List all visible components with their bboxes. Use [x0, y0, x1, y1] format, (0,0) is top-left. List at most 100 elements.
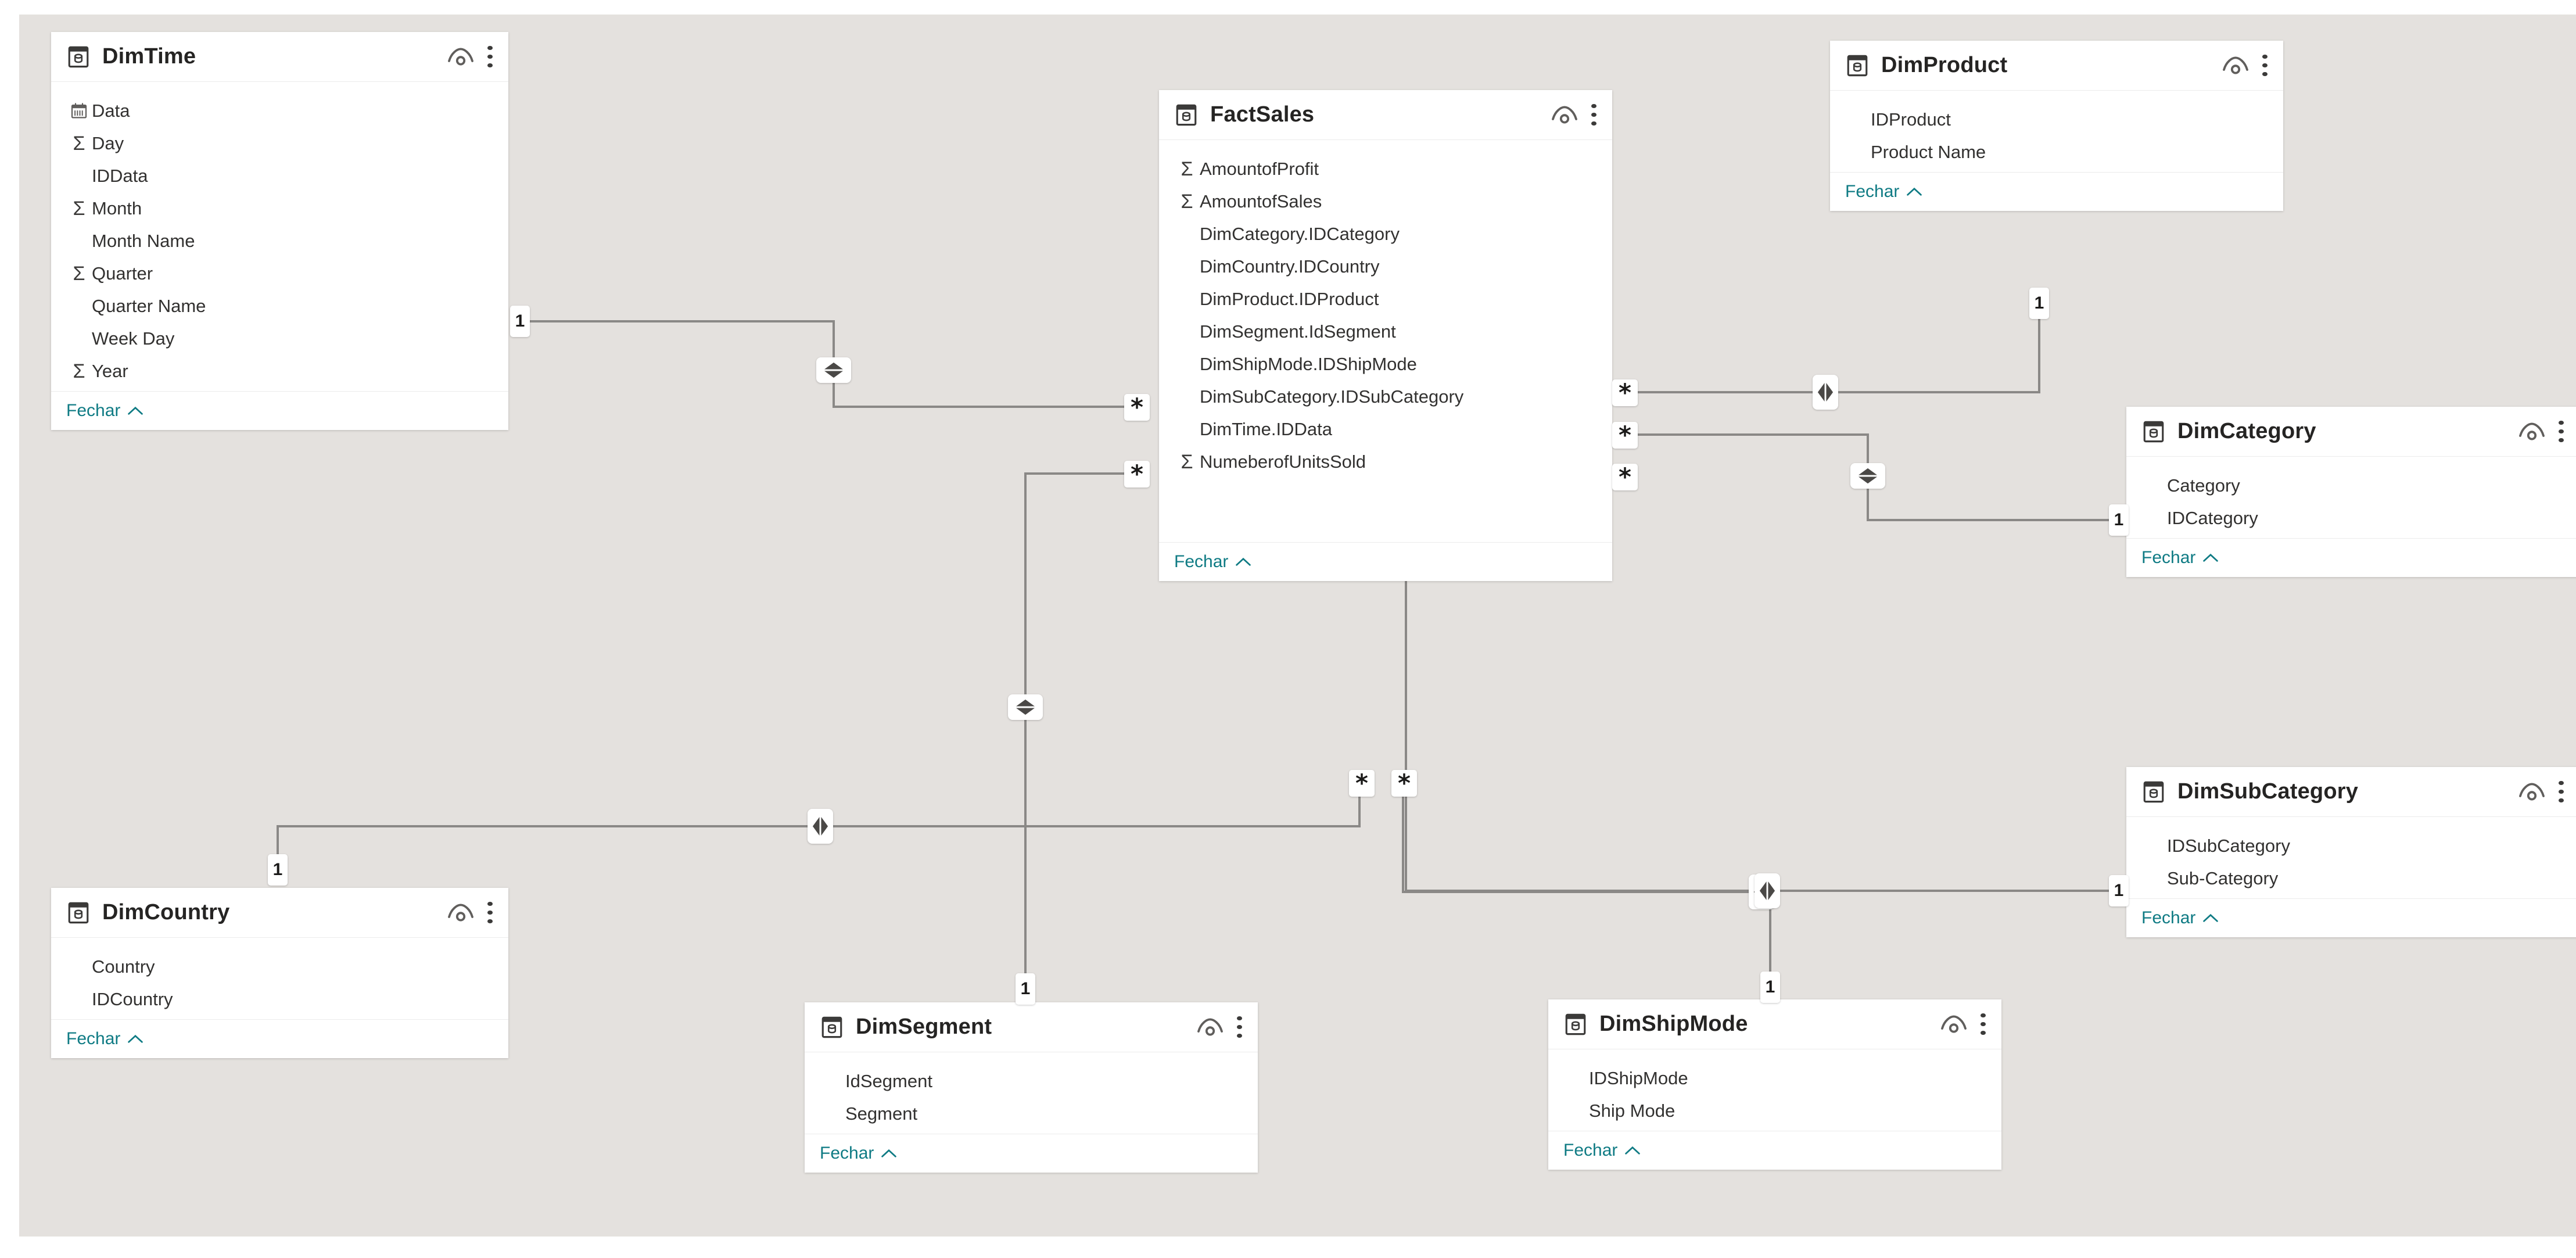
eye-icon[interactable] [1939, 1012, 1969, 1037]
field-row[interactable]: Segment [805, 1098, 1258, 1130]
eye-icon[interactable] [2220, 53, 2251, 78]
hide-show-eye-icon[interactable] [446, 45, 476, 69]
cross-filter-direction-marker[interactable] [1813, 375, 1838, 410]
more-options-kebab-icon[interactable] [1979, 1011, 1986, 1038]
collapse-table-button[interactable]: Fechar [1830, 172, 2283, 211]
cross-filter-both-icon[interactable] [1816, 379, 1835, 405]
eye-icon[interactable] [446, 45, 476, 69]
cross-filter-both-icon[interactable] [1013, 698, 1038, 716]
table-header-dimtime[interactable]: DimTime [51, 32, 508, 82]
more-options-kebab-icon[interactable] [2557, 418, 2564, 445]
field-row[interactable]: IDCountry [51, 983, 508, 1016]
eye-icon[interactable] [1195, 1015, 1225, 1040]
more-options-kebab-icon[interactable] [2261, 52, 2268, 79]
field-row[interactable]: Quarter Name [51, 290, 508, 322]
field-row[interactable]: Category [2126, 469, 2576, 502]
table-header-dimproduct[interactable]: DimProduct [1830, 41, 2283, 91]
field-row[interactable]: DimSegment.IdSegment [1159, 316, 1612, 348]
field-row[interactable]: DimTime.IDData [1159, 413, 1612, 446]
hide-show-eye-icon[interactable] [2517, 420, 2547, 444]
eye-icon[interactable] [2517, 420, 2547, 444]
collapse-table-button[interactable]: Fechar [805, 1134, 1258, 1173]
chevron-up-icon [2203, 913, 2219, 922]
table-header-dimshipmode[interactable]: DimShipMode [1548, 999, 2001, 1049]
table-header-dimcountry[interactable]: DimCountry [51, 888, 508, 938]
cross-filter-both-icon[interactable] [821, 361, 846, 379]
field-row[interactable]: Ship Mode [1548, 1095, 2001, 1127]
field-name: Quarter [92, 263, 153, 284]
eye-icon[interactable] [2517, 780, 2547, 804]
hide-show-eye-icon[interactable] [1939, 1012, 1969, 1037]
field-row[interactable]: DimShipMode.IDShipMode [1159, 348, 1612, 381]
hide-show-eye-icon[interactable] [446, 901, 476, 925]
field-row[interactable]: IDSubCategory [2126, 830, 2576, 862]
cross-filter-both-icon[interactable] [811, 813, 830, 839]
field-row[interactable]: DimCountry.IDCountry [1159, 250, 1612, 283]
field-row[interactable]: IDProduct [1830, 103, 2283, 136]
hide-show-eye-icon[interactable] [1195, 1015, 1225, 1040]
hide-show-eye-icon[interactable] [1549, 103, 1580, 127]
collapse-table-button[interactable]: Fechar [2126, 538, 2576, 577]
field-row[interactable]: DimCategory.IDCategory [1159, 218, 1612, 250]
table-header-factsales[interactable]: FactSales [1159, 90, 1612, 140]
eye-icon[interactable] [446, 901, 476, 925]
chevron-up-icon [128, 406, 143, 415]
cross-filter-both-icon[interactable] [1855, 467, 1881, 485]
hide-show-eye-icon[interactable] [2220, 53, 2251, 78]
cross-filter-direction-marker[interactable] [1755, 873, 1780, 908]
table-header-dimcategory[interactable]: DimCategory [2126, 407, 2576, 457]
more-options-kebab-icon[interactable] [1236, 1014, 1243, 1041]
collapse-table-button[interactable]: Fechar [51, 391, 508, 430]
field-row[interactable]: Week Day [51, 322, 508, 355]
collapse-table-button[interactable]: Fechar [1548, 1131, 2001, 1170]
field-row[interactable]: IDData [51, 160, 508, 192]
field-row[interactable]: Data [51, 95, 508, 127]
field-name: Category [2167, 475, 2240, 496]
field-row[interactable]: IDCategory [2126, 502, 2576, 535]
cross-filter-direction-marker[interactable] [1008, 694, 1043, 720]
table-header-dimsubcategory[interactable]: DimSubCategory [2126, 767, 2576, 817]
field-row[interactable]: Country [51, 951, 508, 983]
cross-filter-direction-marker[interactable] [808, 809, 833, 844]
cross-filter-direction-marker[interactable] [816, 357, 851, 383]
field-row[interactable]: IDShipMode [1548, 1062, 2001, 1095]
hide-show-eye-icon[interactable] [2517, 780, 2547, 804]
collapse-table-button[interactable]: Fechar [2126, 898, 2576, 937]
eye-icon[interactable] [1549, 103, 1580, 127]
field-row[interactable]: DimProduct.IDProduct [1159, 283, 1612, 316]
more-options-kebab-icon[interactable] [486, 899, 493, 926]
more-options-kebab-icon[interactable] [1590, 102, 1597, 128]
table-title: DimCategory [2177, 419, 2316, 443]
field-row[interactable]: IdSegment [805, 1065, 1258, 1098]
field-row[interactable]: Month Name [51, 225, 508, 257]
more-options-kebab-icon[interactable] [486, 44, 493, 70]
field-row[interactable]: Product Name [1830, 136, 2283, 169]
field-name: Day [92, 133, 124, 153]
cross-filter-direction-marker[interactable] [1850, 463, 1885, 489]
table-header-dimsegment[interactable]: DimSegment [805, 1002, 1258, 1052]
cross-filter-both-icon[interactable] [1758, 878, 1777, 904]
collapse-table-button[interactable]: Fechar [1159, 542, 1612, 581]
more-options-kebab-icon[interactable] [2557, 779, 2564, 805]
collapse-table-button[interactable]: Fechar [51, 1019, 508, 1058]
field-row[interactable]: Sub-Category [2126, 862, 2576, 895]
field-row[interactable]: DimSubCategory.IDSubCategory [1159, 381, 1612, 413]
collapse-label: Fechar [1845, 182, 1900, 201]
